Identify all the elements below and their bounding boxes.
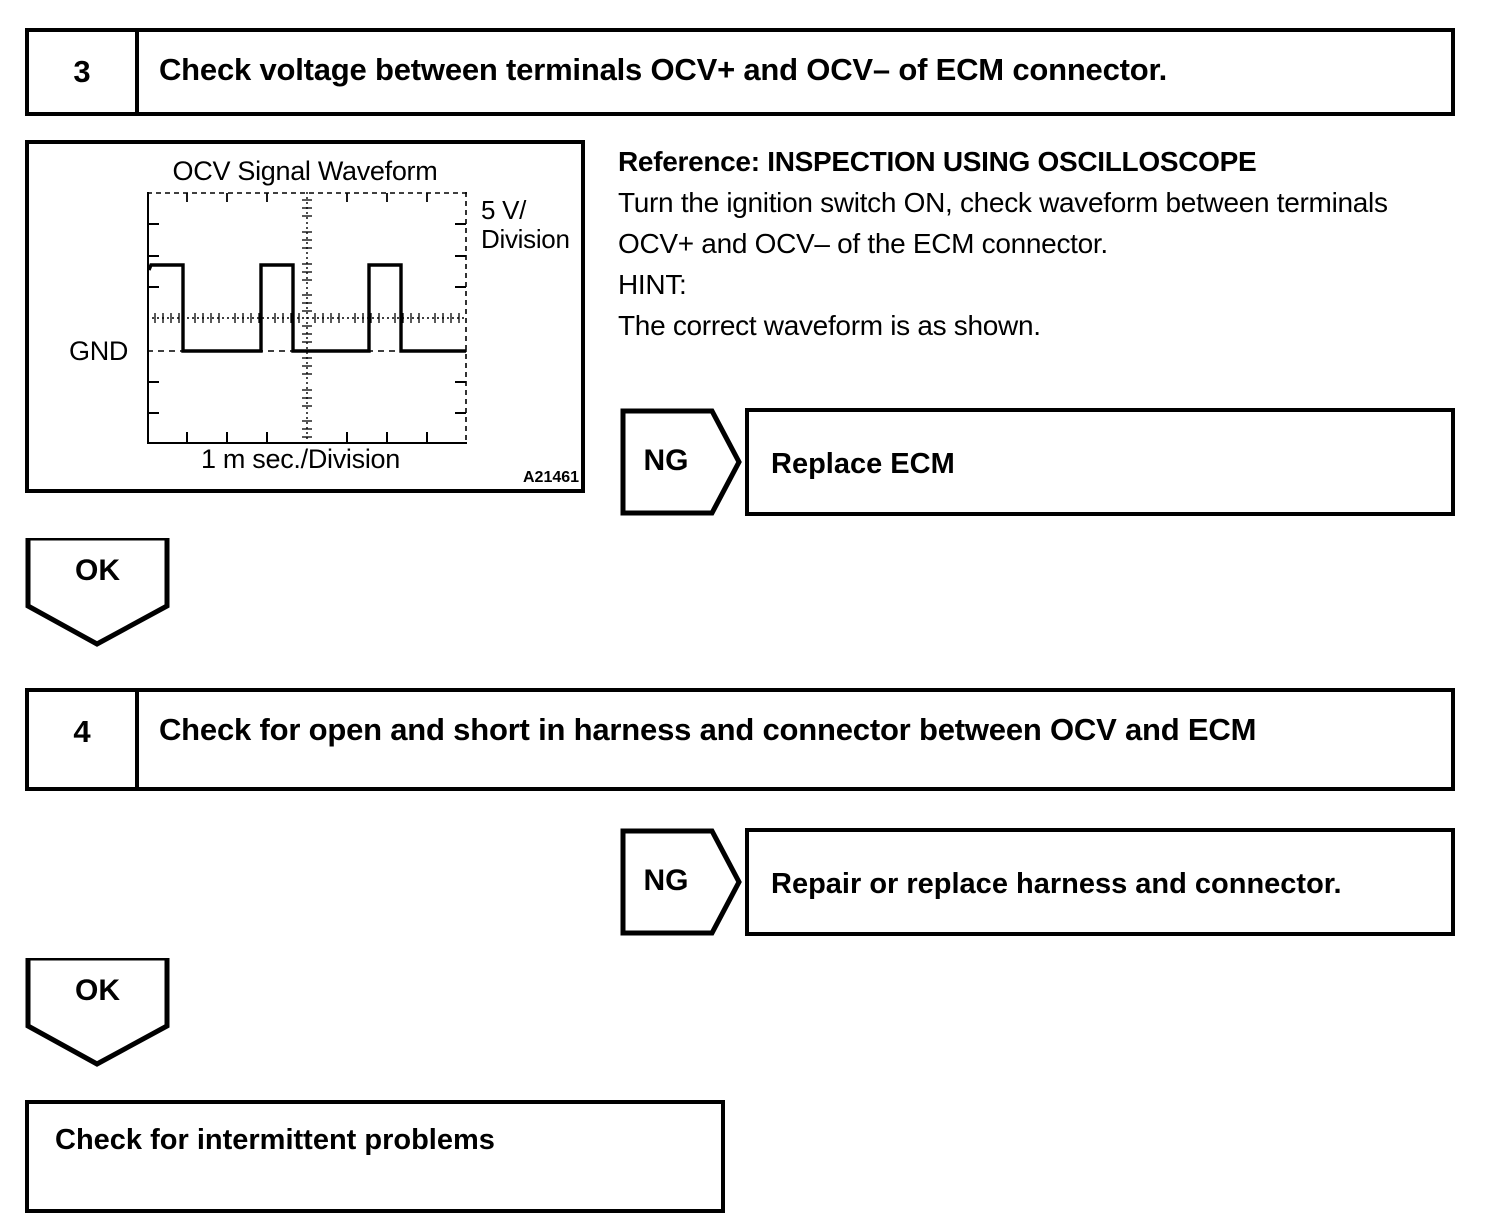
step-3-title: Check voltage between terminals OCV+ and… <box>159 52 1168 87</box>
ng-arrow-1-label: NG <box>643 444 689 477</box>
replace-ecm-box: Replace ECM <box>745 408 1455 516</box>
reference-line-3: HINT: <box>618 269 687 300</box>
step-4-title: Check for open and short in harness and … <box>159 712 1257 747</box>
ng-arrow-2-shape <box>620 828 742 936</box>
ng-arrow-2-label: NG <box>643 864 689 897</box>
reference-text-block: Reference: INSPECTION USING OSCILLOSCOPE… <box>618 141 1388 346</box>
oscilloscope-graph <box>147 192 467 444</box>
reference-line-2: OCV+ and OCV– of the ECM connector. <box>618 228 1108 259</box>
reference-heading: Reference: INSPECTION USING OSCILLOSCOPE <box>618 146 1257 177</box>
ng-arrow-1: NG <box>620 408 742 516</box>
ok-arrow-2-label: OK <box>75 974 120 1007</box>
reference-line-4: The correct waveform is as shown. <box>618 310 1041 341</box>
waveform-time-scale-label: 1 m sec./Division <box>201 444 400 474</box>
replace-ecm-label: Replace ECM <box>771 448 955 480</box>
step-3-box: 3 Check voltage between terminals OCV+ a… <box>25 28 1455 116</box>
waveform-voltage-scale-line1: 5 V/ <box>481 195 527 225</box>
step-4-box: 4 Check for open and short in harness an… <box>25 688 1455 791</box>
ok-arrow-1-label: OK <box>75 554 120 587</box>
intermittent-problems-box: Check for intermittent problems <box>25 1100 725 1213</box>
waveform-voltage-scale-label: 5 V/ Division <box>481 195 570 255</box>
ok-arrow-2: OK <box>25 958 170 1068</box>
figure-code-label: A21461 <box>523 469 580 486</box>
step-4-number: 4 <box>29 692 139 787</box>
waveform-trace <box>147 263 466 353</box>
waveform-gnd-label: GND <box>69 336 129 366</box>
reference-line-1: Turn the ignition switch ON, check wavef… <box>618 187 1388 218</box>
repair-harness-box: Repair or replace harness and connector. <box>745 828 1455 936</box>
ocv-waveform-panel: OCV Signal Waveform <box>25 140 585 493</box>
ok-arrow-1-shape <box>25 538 170 647</box>
ok-arrow-2-shape <box>25 958 170 1067</box>
repair-harness-label: Repair or replace harness and connector. <box>771 868 1342 900</box>
ng-arrow-1-shape <box>620 408 742 516</box>
ng-arrow-2: NG <box>620 828 742 936</box>
waveform-title: OCV Signal Waveform <box>172 156 438 186</box>
waveform-voltage-scale-line2: Division <box>481 224 570 255</box>
step-3-number: 3 <box>29 32 139 112</box>
intermittent-problems-label: Check for intermittent problems <box>55 1124 495 1156</box>
ok-arrow-1: OK <box>25 538 170 648</box>
